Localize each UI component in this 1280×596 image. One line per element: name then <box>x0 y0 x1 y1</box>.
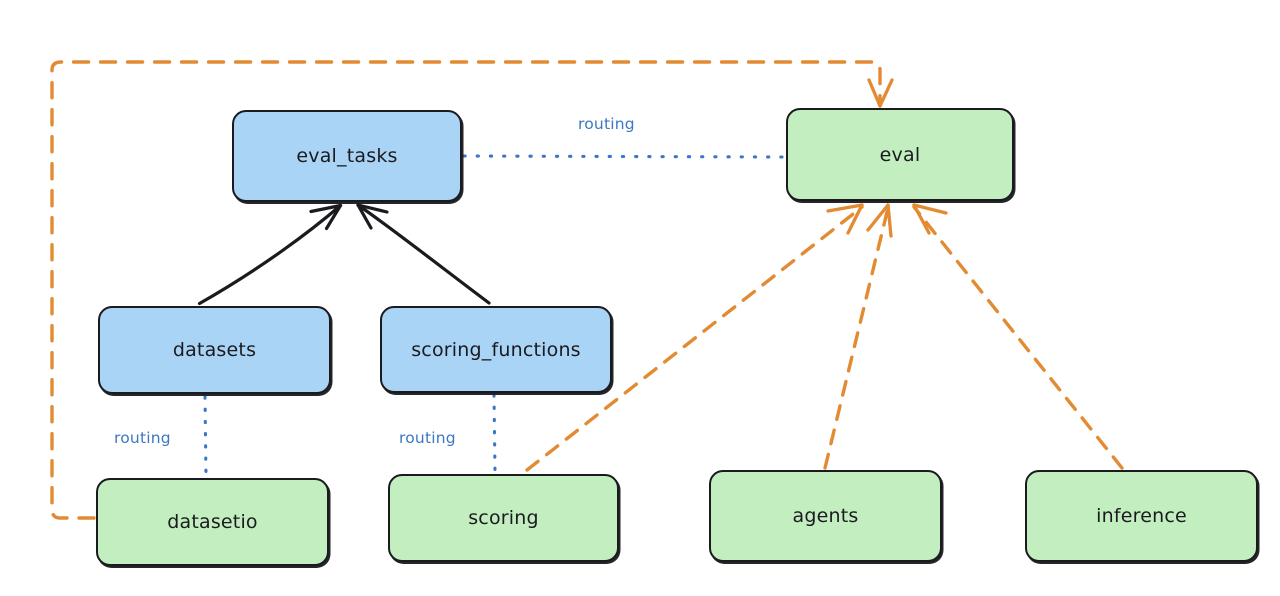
edge-label-routing-datasets: routing <box>114 429 171 447</box>
edge-datasetio-to-eval <box>50 60 894 520</box>
node-label: scoring <box>468 507 539 529</box>
node-agents[interactable]: agents <box>709 470 942 562</box>
node-label: eval <box>879 143 921 166</box>
edge-eval_tasks-to-eval <box>462 154 786 159</box>
edge-datasets-to-eval_tasks <box>197 203 343 306</box>
node-inference[interactable]: inference <box>1025 470 1258 562</box>
edge-agents-to-eval <box>823 203 893 470</box>
node-label: eval_tasks <box>296 145 398 167</box>
edge-label-routing-eval-tasks: routing <box>578 115 635 133</box>
node-label: datasets <box>172 339 257 361</box>
node-label: inference <box>1096 505 1187 527</box>
edge-datasets-to-datasetio <box>203 395 208 478</box>
node-label: scoring_functions <box>411 338 581 361</box>
node-label: agents <box>792 505 859 527</box>
node-scoring[interactable]: scoring <box>388 474 619 562</box>
edge-scoring_functions-to-scoring <box>492 393 497 474</box>
node-label: datasetio <box>167 511 258 533</box>
edge-scoring-to-eval <box>525 203 864 472</box>
edge-scoring_functions-to-eval_tasks <box>356 203 491 305</box>
node-datasets[interactable]: datasets <box>98 306 331 394</box>
edge-label-routing-scoring-functions: routing <box>399 429 456 447</box>
node-eval-tasks[interactable]: eval_tasks <box>232 110 462 202</box>
node-datasetio[interactable]: datasetio <box>96 478 329 566</box>
node-scoring-functions[interactable]: scoring_functions <box>380 306 612 393</box>
edge-inference-to-eval <box>912 203 1124 470</box>
node-eval[interactable]: eval <box>786 108 1014 201</box>
